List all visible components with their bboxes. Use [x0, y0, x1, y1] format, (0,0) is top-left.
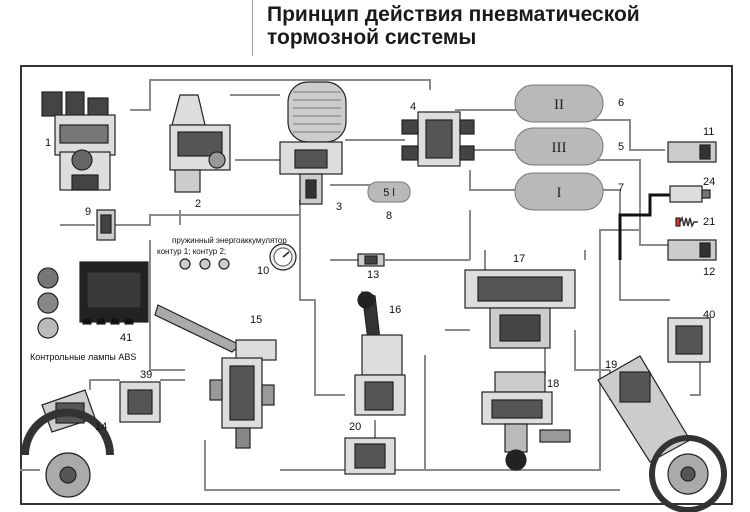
label-12: 12 — [703, 266, 715, 278]
pressure-gauge-10 — [269, 243, 297, 271]
label-16: 16 — [389, 304, 401, 316]
air-tank-6 — [514, 84, 604, 123]
label-10: 10 — [257, 265, 269, 277]
label-11: 11 — [703, 126, 714, 138]
coupling-head-12 — [667, 239, 717, 261]
tank-7-label: I — [557, 185, 562, 201]
page-title: Принцип действия пневматической тормозно… — [267, 3, 640, 49]
diagram-frame — [20, 65, 733, 505]
label-39: 39 — [140, 369, 152, 381]
brake-pedal-valve-15 — [154, 304, 277, 449]
front-brake-chamber-14 — [21, 389, 114, 498]
pressure-regulator-2 — [169, 94, 231, 193]
components — [21, 81, 727, 512]
compressor-1 — [41, 91, 116, 191]
check-valve-13 — [357, 253, 385, 267]
circuits-label: контур 1; контур 2; — [157, 247, 226, 256]
label-13: 13 — [367, 269, 379, 281]
label-18: 18 — [547, 378, 559, 390]
label-4: 4 — [410, 101, 416, 113]
label-2: 2 — [195, 198, 201, 210]
label-8: 8 — [386, 210, 392, 222]
abs-lamps-label: Контрольные лампы ABS — [30, 352, 136, 362]
air-tank-5 — [514, 127, 604, 166]
label-1: 1 — [45, 137, 51, 149]
label-21: 21 — [703, 216, 715, 228]
label-14: 14 — [95, 421, 107, 433]
label-6: 6 — [618, 97, 624, 109]
label-15: 15 — [250, 314, 262, 326]
label-19: 19 — [605, 359, 617, 371]
label-41: 41 — [120, 332, 132, 344]
spring-accumulator-connectors — [179, 258, 230, 270]
label-17: 17 — [513, 253, 525, 265]
spring-element-21 — [675, 215, 698, 229]
label-20: 20 — [349, 421, 361, 433]
hand-brake-valve-16 — [354, 291, 406, 416]
label-7: 7 — [618, 182, 624, 194]
label-40: 40 — [703, 309, 715, 321]
air-tanks: II III I 5 l — [367, 84, 604, 211]
rear-brake-chamber-19 — [597, 355, 727, 512]
tank-6-label: II — [554, 97, 564, 113]
title-line-1: Принцип действия пневматической — [267, 3, 640, 26]
tank-8-label: 5 l — [383, 187, 395, 199]
trailer-control-valve-17 — [464, 269, 576, 349]
brake-force-regulator-18 — [481, 371, 571, 471]
tank-5-label: III — [552, 140, 567, 156]
label-24: 24 — [703, 176, 715, 188]
drain-valve-9 — [96, 209, 116, 241]
coupling-head-11 — [667, 141, 717, 163]
quick-release-valve-20 — [344, 437, 396, 475]
abs-modulator-39 — [119, 381, 161, 423]
label-3: 3 — [336, 201, 342, 213]
title-block: Принцип действия пневматической тормозно… — [252, 0, 750, 56]
abs-control-unit-41 — [79, 261, 149, 325]
air-tank-8 — [367, 181, 411, 203]
label-9: 9 — [85, 206, 91, 218]
title-line-2: тормозной системы — [267, 26, 477, 49]
four-circuit-valve-4 — [401, 111, 475, 167]
spring-accumulator-label: пружинный энергоаккумулятор — [172, 236, 287, 245]
label-5: 5 — [618, 141, 624, 153]
air-dryer-3 — [279, 81, 347, 205]
air-tank-7 — [514, 172, 604, 211]
abs-modulator-40 — [667, 317, 711, 363]
electrical-line — [618, 193, 670, 260]
component-number-labels: 1 2 3 4 5 6 7 8 9 10 11 12 13 14 15 16 1… — [45, 97, 715, 433]
electrical-connector-24 — [669, 185, 711, 203]
abs-lamps — [37, 267, 59, 339]
